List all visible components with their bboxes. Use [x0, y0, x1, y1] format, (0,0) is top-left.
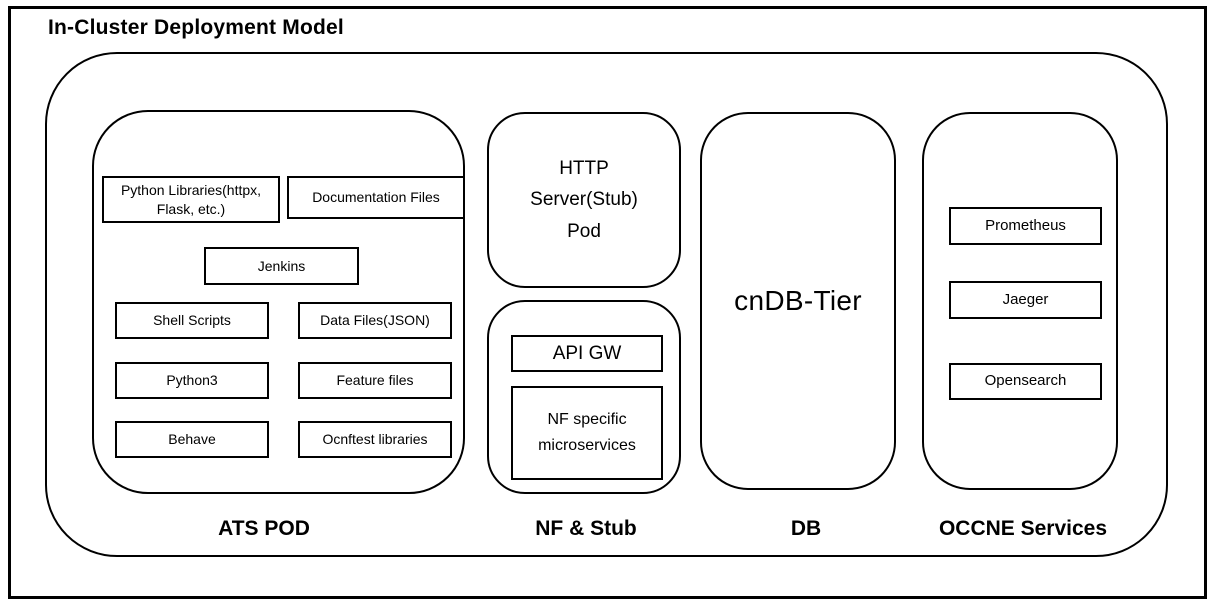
box-shell-scripts: Shell Scripts — [115, 302, 269, 339]
http-pod-line-1: HTTP — [559, 157, 609, 179]
http-server-stub-pod-container: HTTP Server(Stub) Pod — [487, 112, 681, 288]
caption-occne-services: OCCNE Services — [938, 517, 1108, 540]
box-python3: Python3 — [115, 362, 269, 399]
box-api-gw: API GW — [511, 335, 663, 372]
http-pod-line-3: Pod — [567, 220, 601, 242]
box-opensearch: Opensearch — [949, 363, 1102, 400]
box-documentation-files: Documentation Files — [287, 176, 465, 219]
box-jenkins: Jenkins — [204, 247, 359, 285]
box-ocnftest-libraries: Ocnftest libraries — [298, 421, 452, 458]
diagram-title: In-Cluster Deployment Model — [48, 16, 344, 39]
box-python-libraries: Python Libraries(httpx, Flask, etc.) — [102, 176, 280, 223]
cndb-tier-label: cnDB-Tier — [734, 285, 862, 316]
box-behave: Behave — [115, 421, 269, 458]
caption-db: DB — [790, 517, 822, 540]
caption-nf-stub: NF & Stub — [535, 517, 637, 540]
ats-pod-container: Python Libraries(httpx, Flask, etc.) Doc… — [92, 110, 465, 494]
box-jaeger: Jaeger — [949, 281, 1102, 319]
occne-services-container: Prometheus Jaeger Opensearch — [922, 112, 1118, 490]
box-prometheus: Prometheus — [949, 207, 1102, 245]
caption-ats-pod: ATS POD — [218, 517, 310, 540]
box-nf-specific-microservices: NF specific microservices — [511, 386, 663, 480]
nf-pod-container: API GW NF specific microservices — [487, 300, 681, 494]
http-pod-line-2: Server(Stub) — [530, 189, 638, 211]
box-data-files-json: Data Files(JSON) — [298, 302, 452, 339]
box-feature-files: Feature files — [298, 362, 452, 399]
http-server-stub-pod-label: HTTP Server(Stub) Pod — [489, 114, 679, 286]
db-container: cnDB-Tier — [700, 112, 896, 490]
